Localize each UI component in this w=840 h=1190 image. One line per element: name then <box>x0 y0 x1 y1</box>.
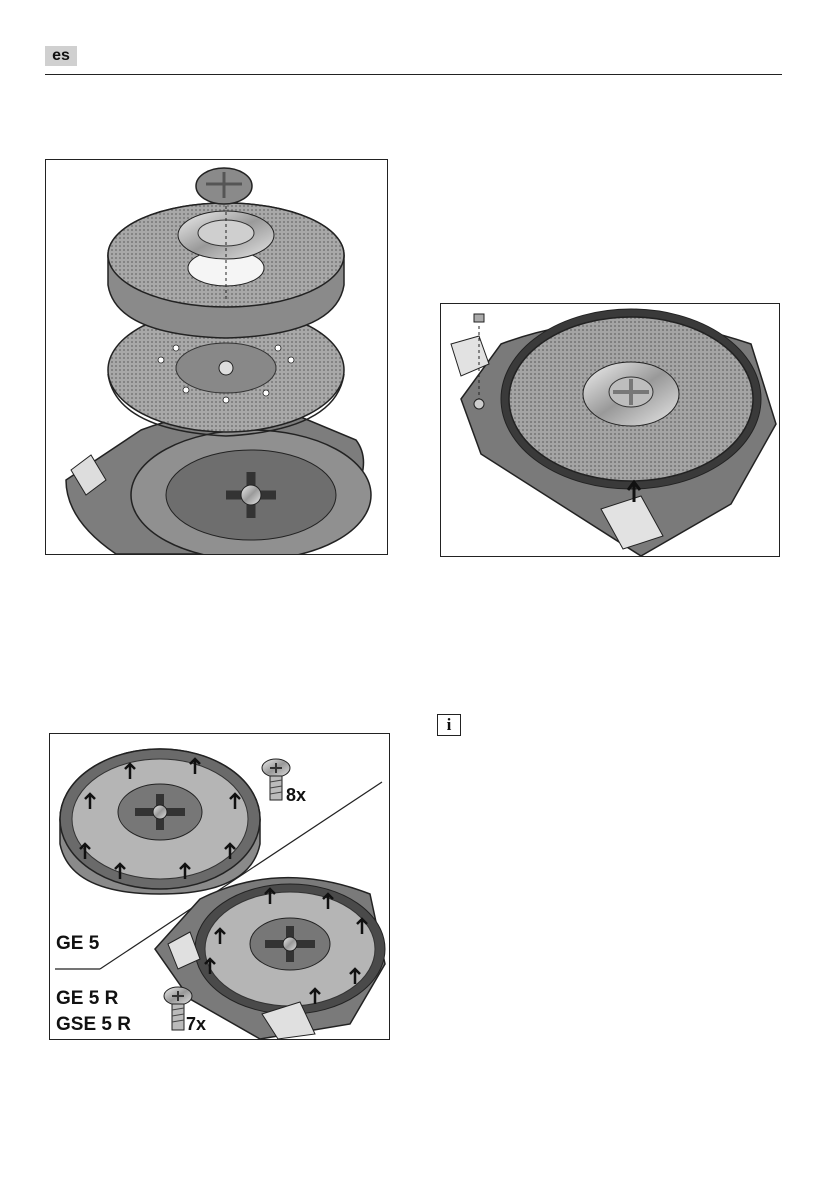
illustration-pad-mounted <box>441 304 779 556</box>
illustration-pad-assembly <box>46 160 387 554</box>
figure-pad-exploded-view <box>45 159 388 555</box>
header-divider <box>45 74 782 75</box>
quantity-label-bottom: 7x <box>186 1014 206 1034</box>
figure-screw-positions: 8x GE 5 GE 5 R GSE 5 R 7x <box>49 733 390 1040</box>
info-icon: i <box>437 714 461 736</box>
model-label-gse5r: GSE 5 R <box>56 1014 131 1035</box>
model-label-ge5r: GE 5 R <box>56 988 119 1009</box>
figure-pad-assembled <box>440 303 780 557</box>
illustration-screw-positions: 8x GE 5 GE 5 R GSE 5 R 7x <box>50 734 389 1039</box>
language-badge: es <box>45 46 77 66</box>
model-label-ge5: GE 5 <box>56 933 100 954</box>
quantity-label-top: 8x <box>286 785 306 805</box>
